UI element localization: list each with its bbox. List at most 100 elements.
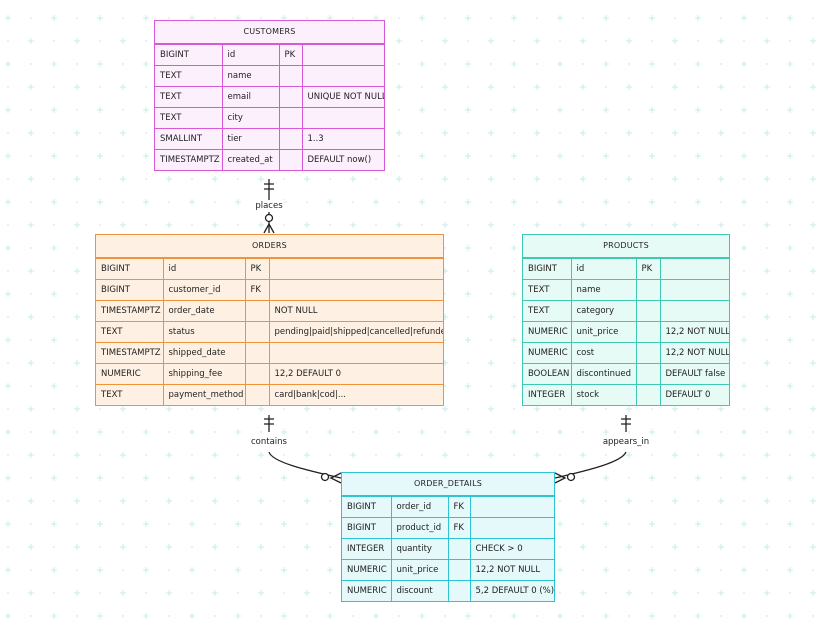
column-key <box>244 363 270 385</box>
column-type: BIGINT <box>523 258 572 280</box>
column-constraint <box>268 258 443 280</box>
column-name: cost <box>570 342 637 364</box>
column-constraint: pending|paid|shipped|cancelled|refunded <box>268 321 443 343</box>
column-type: TEXT <box>523 300 572 322</box>
column-key: FK <box>244 279 270 301</box>
column-type: TEXT <box>96 384 164 405</box>
column-type: BIGINT <box>155 44 223 66</box>
column-key: PK <box>244 258 270 280</box>
column-type: BIGINT <box>342 517 392 539</box>
column-type: BIGINT <box>342 496 392 518</box>
column-type: NUMERIC <box>523 321 572 343</box>
column-type: BIGINT <box>96 279 164 301</box>
column-constraint <box>469 517 554 539</box>
column-key <box>244 384 270 405</box>
column-key <box>635 342 661 364</box>
column-constraint <box>301 65 384 87</box>
column-key <box>447 580 471 601</box>
column-key <box>447 538 471 560</box>
entity-title: ORDERS <box>96 235 443 258</box>
column-key <box>278 86 303 108</box>
entity-title: PRODUCTS <box>523 235 729 258</box>
column-type: TIMESTAMPTZ <box>96 342 164 364</box>
entity-title: ORDER_DETAILS <box>342 473 554 496</box>
appears-in-one-marker <box>621 418 631 425</box>
places-one-marker <box>264 183 274 190</box>
column-name: name <box>221 65 280 87</box>
relationship-label-places: places <box>253 200 285 212</box>
column-name: payment_method <box>162 384 246 405</box>
column-name: tier <box>221 128 280 150</box>
column-constraint <box>659 279 729 301</box>
column-key <box>278 65 303 87</box>
column-constraint: DEFAULT 0 <box>659 384 729 405</box>
column-type: BIGINT <box>96 258 164 280</box>
column-type: INTEGER <box>342 538 392 560</box>
column-type: TEXT <box>155 65 223 87</box>
column-type: NUMERIC <box>342 559 392 581</box>
column-constraint: 5,2 DEFAULT 0 (%) <box>469 580 554 601</box>
places-optional-circle <box>264 213 274 223</box>
column-constraint <box>301 107 384 129</box>
column-constraint: CHECK > 0 <box>469 538 554 560</box>
contains-optional-circle <box>320 472 330 482</box>
column-type: INTEGER <box>523 384 572 405</box>
column-key <box>244 300 270 322</box>
relationship-label-appears-in: appears_in <box>600 436 652 448</box>
column-name: quantity <box>390 538 449 560</box>
places-many-marker <box>263 222 275 234</box>
column-key: FK <box>447 517 471 539</box>
column-key <box>635 384 661 405</box>
column-name: order_id <box>390 496 449 518</box>
column-name: stock <box>570 384 637 405</box>
column-constraint <box>268 279 443 301</box>
entity-title: CUSTOMERS <box>155 21 384 44</box>
appears-in-optional-circle <box>566 472 576 482</box>
column-name: unit_price <box>570 321 637 343</box>
column-name: shipped_date <box>162 342 246 364</box>
column-constraint: UNIQUE NOT NULL <box>301 86 384 108</box>
column-name: created_at <box>221 149 280 170</box>
column-name: discontinued <box>570 363 637 385</box>
column-constraint: 12,2 DEFAULT 0 <box>268 363 443 385</box>
column-key <box>244 342 270 364</box>
column-constraint: 12,2 NOT NULL <box>469 559 554 581</box>
relationship-label-contains: contains <box>249 436 289 448</box>
column-key <box>278 107 303 129</box>
column-constraint: NOT NULL <box>268 300 443 322</box>
column-type: NUMERIC <box>96 363 164 385</box>
appears-in-many-marker <box>554 472 567 484</box>
column-type: NUMERIC <box>523 342 572 364</box>
column-type: TEXT <box>523 279 572 301</box>
column-key <box>278 128 303 150</box>
column-type: SMALLINT <box>155 128 223 150</box>
column-key <box>244 321 270 343</box>
column-name: name <box>570 279 637 301</box>
column-name: id <box>162 258 246 280</box>
column-constraint: 12,2 NOT NULL <box>659 342 729 364</box>
column-constraint <box>469 496 554 518</box>
column-constraint: card|bank|cod|... <box>268 384 443 405</box>
